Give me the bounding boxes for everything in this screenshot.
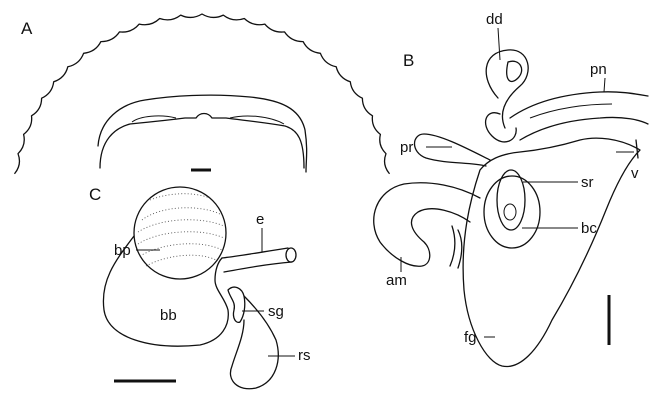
label-pr: pr	[400, 139, 413, 156]
deferent-duct-2	[507, 61, 522, 81]
panel-label-a: A	[21, 19, 33, 38]
albumen-tube	[450, 226, 462, 268]
label-sr: sr	[581, 174, 594, 191]
label-e: e	[256, 211, 264, 228]
esophagus-opening	[286, 248, 296, 262]
label-rs: rs	[298, 347, 311, 364]
bc-core	[504, 204, 516, 220]
label-sg: sg	[268, 303, 284, 320]
serrated-outline	[15, 14, 389, 173]
prostate	[415, 134, 491, 166]
inner-body	[100, 114, 304, 169]
deferent-duct	[486, 50, 529, 142]
buccal-plate-striations	[138, 194, 224, 266]
label-dd: dd	[486, 11, 503, 28]
structure-labels: dd pn pr v sr bc am fg e bp bb sg rs	[114, 11, 639, 364]
label-bb: bb	[160, 307, 177, 324]
esophagus	[222, 248, 292, 272]
female-gland	[463, 138, 640, 366]
buccal-plate	[134, 187, 226, 279]
label-am: am	[386, 272, 407, 289]
label-bc: bc	[581, 220, 597, 237]
panel-b-drawing	[374, 50, 648, 367]
inner-outline	[98, 95, 307, 172]
panel-label-b: B	[403, 51, 414, 70]
label-pn: pn	[590, 61, 607, 78]
seminal-receptacle	[497, 170, 525, 230]
panel-labels: A B C	[21, 19, 414, 204]
salivary-gland	[228, 287, 245, 322]
bursa-copulatrix	[484, 176, 540, 248]
penis	[510, 92, 648, 140]
label-v: v	[631, 165, 639, 182]
penis-inner	[530, 104, 612, 118]
panel-label-c: C	[89, 185, 101, 204]
panel-c-drawing	[103, 187, 296, 389]
label-bp: bp	[114, 242, 131, 259]
label-fg: fg	[464, 329, 477, 346]
panel-a-drawing	[15, 14, 389, 173]
